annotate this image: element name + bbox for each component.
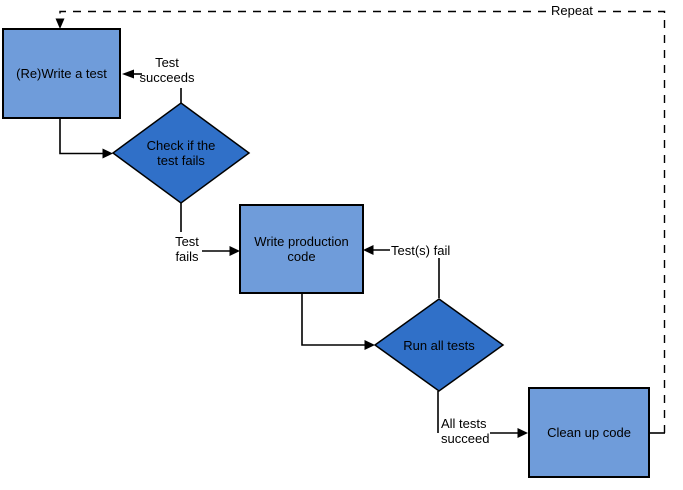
write-prod-elbow: [301, 294, 365, 346]
node-clean-up-code: Clean up code: [528, 387, 650, 478]
test-fails-arrowhead-right: [229, 246, 240, 256]
node-run-all-tests-label: Run all tests: [403, 337, 475, 353]
node-write-production-code: Write production code: [239, 204, 364, 294]
node-rewrite-a-test: (Re)Write a test: [2, 28, 121, 119]
run-all-tests-shape: [373, 298, 505, 392]
edge-label-tests-fail: Test(s) fail: [391, 243, 451, 258]
edge-write-test-to-check: [59, 119, 113, 159]
edge-tests-fail: [363, 245, 440, 298]
repeat-dashed-line: [59, 10, 666, 433]
node-run-all-tests: Run all tests: [373, 297, 505, 393]
edge-repeat-loop: [55, 10, 666, 434]
test-succeeds-arrowhead-left: [122, 69, 134, 79]
edge-all-tests-succeed: [437, 391, 528, 438]
edge-label-all-tests-succeed: All tests succeed: [441, 416, 490, 446]
node-write-production-code-label: Write production code: [254, 234, 349, 264]
edge-test-fails: [180, 203, 240, 256]
write-prod-arrowhead-right: [364, 340, 375, 350]
node-rewrite-a-test-label: (Re)Write a test: [16, 66, 107, 81]
write-test-elbow: [59, 119, 103, 155]
edge-label-test-fails: Test fails: [175, 234, 199, 264]
edge-label-repeat: Repeat: [550, 3, 594, 18]
edge-test-succeeds: [122, 69, 182, 103]
node-check-if-test-fails: Check if the test fails: [111, 101, 251, 205]
edge-label-test-succeeds: Test succeeds: [139, 55, 195, 85]
repeat-arrowhead-down: [55, 18, 65, 29]
node-clean-up-code-label: Clean up code: [547, 425, 631, 440]
tests-fail-arrowhead-left: [363, 245, 374, 255]
write-test-arrowhead-right: [102, 148, 113, 159]
node-check-if-test-fails-label: Check if the test fails: [146, 138, 216, 168]
edge-write-prod-to-run: [301, 294, 375, 350]
all-tests-succeed-arrowhead-right: [517, 428, 528, 438]
check-if-test-fails-shape: [111, 102, 251, 204]
